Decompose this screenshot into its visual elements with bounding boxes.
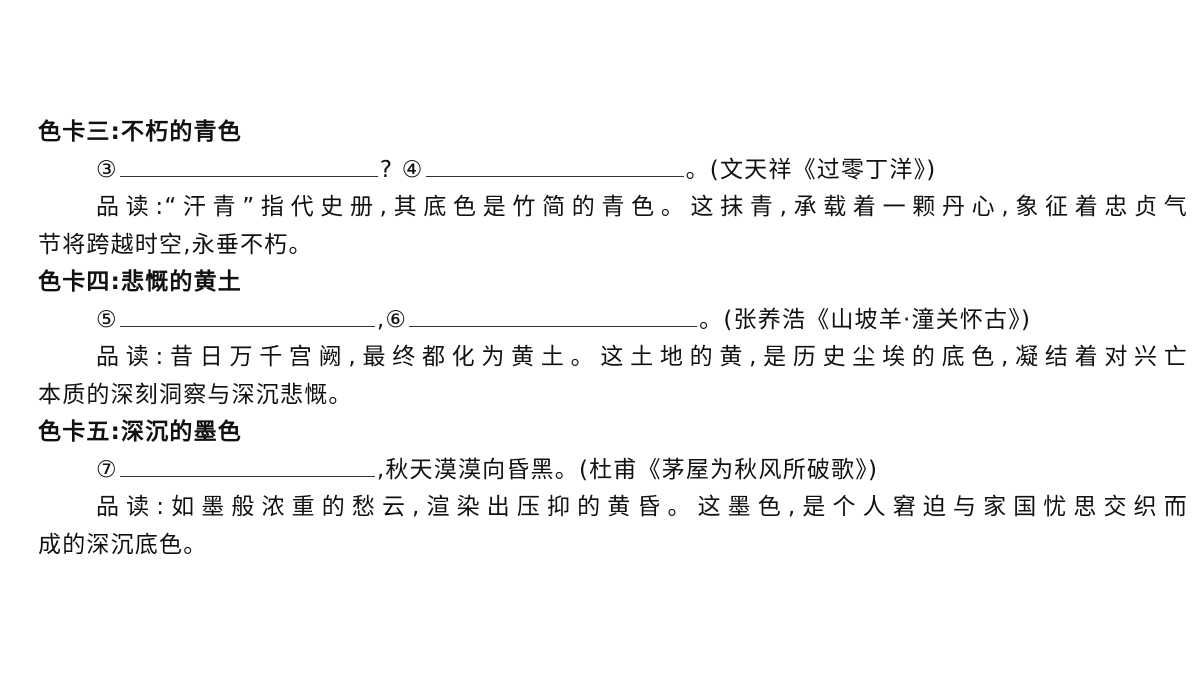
fill-in-line-4: ⑤,⑥ 。(张养浩《山坡羊·潼关怀古》) bbox=[38, 302, 1188, 340]
blank-number-7: ⑦ bbox=[96, 456, 118, 483]
worksheet: 色卡三:不朽的青色 ③? ④ 。(文天祥《过零丁洋》) 品读:“汗青”指代史册,其… bbox=[38, 114, 1188, 564]
source-citation: ,秋天漠漠向昏黑。(杜甫《茅屋为秋风所破歌》) bbox=[376, 456, 879, 483]
answer-blank-3[interactable] bbox=[119, 154, 378, 177]
blank-number-3: ③ bbox=[96, 156, 118, 183]
answer-blank-4[interactable] bbox=[425, 154, 684, 177]
blank-separator: , bbox=[376, 306, 386, 333]
answer-blank-5[interactable] bbox=[119, 304, 375, 327]
reading-paragraph-line: 品读:“汗青”指代史册,其底色是竹简的青色。这抹青,承载着一颗丹心,象征着忠贞气 bbox=[96, 194, 1188, 220]
reading-paragraph-line: 品读:如墨般浓重的愁云,渲染出压抑的黄昏。这墨色,是个人窘迫与家国忧思交织而 bbox=[96, 494, 1188, 520]
blank-number-5: ⑤ bbox=[96, 306, 118, 333]
reading-paragraph-line: 品读:昔日万千宫阙,最终都化为黄土。这土地的黄,是历史尘埃的底色,凝结着对兴亡 bbox=[96, 344, 1188, 370]
reading-paragraph-line: 本质的深刻洞察与深沉悲慨。 bbox=[38, 381, 353, 408]
answer-blank-7[interactable] bbox=[119, 454, 375, 477]
section-heading-5: 色卡五:深沉的墨色 bbox=[38, 419, 242, 445]
blank-number-4: ④ bbox=[401, 156, 424, 183]
reading-paragraph-line: 节将跨越时空,永垂不朽。 bbox=[38, 231, 313, 258]
answer-blank-6[interactable] bbox=[409, 304, 698, 327]
fill-in-line-5: ⑦ ,秋天漠漠向昏黑。(杜甫《茅屋为秋风所破歌》) bbox=[38, 452, 1188, 490]
source-citation: 。(文天祥《过零丁洋》) bbox=[685, 156, 937, 183]
reading-paragraph-line: 成的深沉底色。 bbox=[38, 531, 208, 558]
source-citation: 。(张养浩《山坡羊·潼关怀古》) bbox=[699, 306, 1032, 333]
blank-number-6: ⑥ bbox=[385, 306, 408, 333]
section-heading-4: 色卡四:悲慨的黄土 bbox=[38, 269, 242, 295]
fill-in-line-3: ③? ④ 。(文天祥《过零丁洋》) bbox=[38, 152, 1188, 190]
section-heading-3: 色卡三:不朽的青色 bbox=[38, 119, 242, 145]
blank-separator: ? bbox=[379, 156, 394, 183]
